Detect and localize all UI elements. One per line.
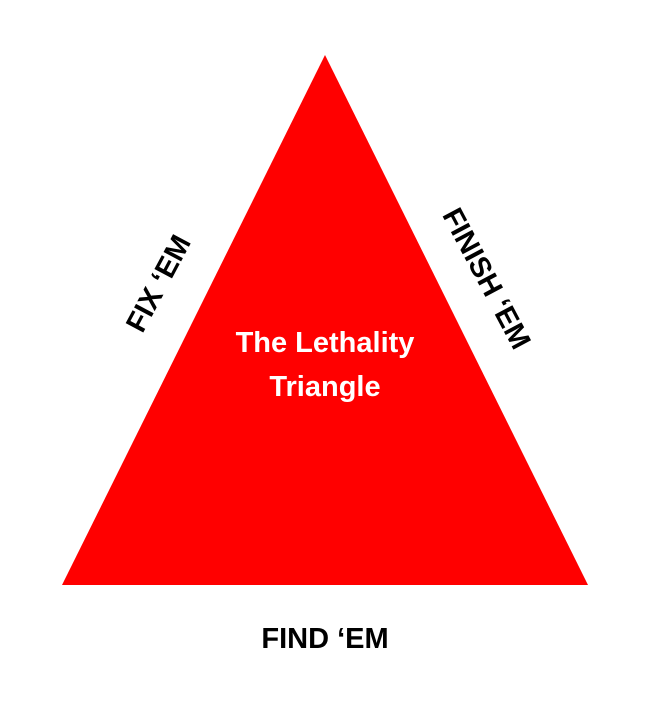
left-side-label: FIX ‘EM — [120, 230, 197, 337]
center-title-line2: Triangle — [269, 371, 380, 403]
center-title-line1: The Lethality — [236, 327, 415, 359]
bottom-label: FIND ‘EM — [261, 623, 388, 655]
triangle-shape — [62, 55, 588, 585]
